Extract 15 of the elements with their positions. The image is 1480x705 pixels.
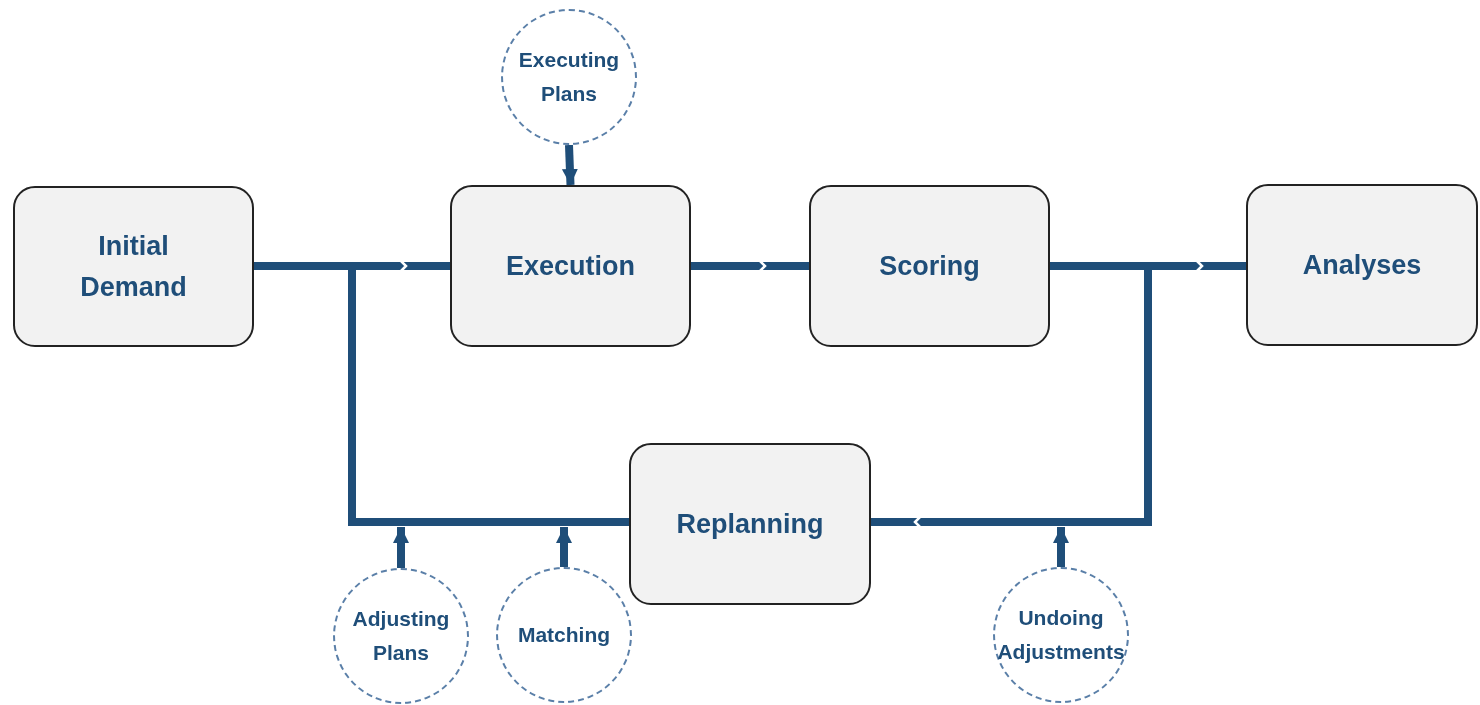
node-label: Undoing Adjustments bbox=[996, 605, 1126, 665]
process-box bbox=[629, 443, 871, 605]
node-label: Replanning bbox=[675, 507, 825, 541]
process-box bbox=[450, 185, 691, 347]
process-box bbox=[13, 186, 254, 347]
process-box bbox=[1246, 184, 1478, 346]
node-label: Adjusting Plans bbox=[351, 606, 451, 666]
node-label: Initial Demand bbox=[79, 229, 188, 304]
node-label: Analyses bbox=[1301, 248, 1423, 282]
node-label: Executing Plans bbox=[517, 47, 621, 107]
node-label: Scoring bbox=[878, 249, 981, 283]
node-label: Execution bbox=[505, 249, 636, 283]
connector-arrow bbox=[561, 144, 578, 186]
node-label: Matching bbox=[516, 622, 612, 648]
process-box bbox=[809, 185, 1050, 347]
